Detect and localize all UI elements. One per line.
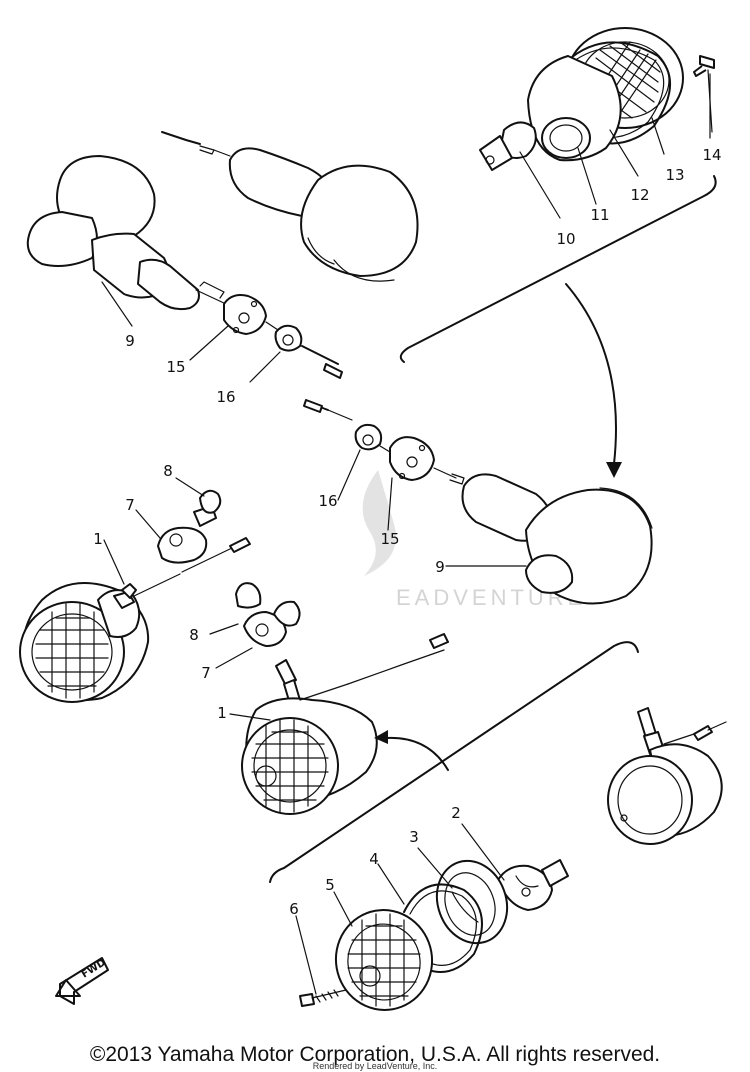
callout-15-left: 15 bbox=[166, 358, 185, 376]
part-1-front-flasher-left[interactable] bbox=[19, 537, 251, 703]
group-bracket-front bbox=[269, 641, 639, 883]
callout-8-left: 8 bbox=[163, 462, 173, 480]
part-15-bracket-right[interactable] bbox=[389, 436, 435, 481]
assembly-arrow-front bbox=[385, 736, 449, 771]
stud-left bbox=[265, 321, 279, 331]
fwd-arrow-icon: FWD bbox=[55, 957, 109, 1005]
callout-15-right: 15 bbox=[380, 530, 399, 548]
assembly-arrowhead-rear bbox=[606, 462, 622, 478]
callout-3: 3 bbox=[409, 828, 419, 846]
part-9-rear-flasher-right[interactable] bbox=[461, 473, 653, 605]
part-7-bracket-left[interactable] bbox=[157, 505, 217, 564]
callout-16-left: 16 bbox=[216, 388, 235, 406]
part-7-bracket-center[interactable] bbox=[243, 600, 301, 647]
callout-6: 6 bbox=[289, 900, 299, 918]
wire-terminal-right bbox=[303, 399, 323, 413]
callout-7-left: 7 bbox=[125, 496, 135, 514]
callout-14: 14 bbox=[702, 146, 721, 164]
callout-9-right: 9 bbox=[435, 558, 445, 576]
part-8-cap-center[interactable] bbox=[235, 582, 262, 609]
part-16-nut-left[interactable] bbox=[274, 324, 303, 352]
part-16-nut-right[interactable] bbox=[354, 423, 383, 451]
assembly-arrow-rear bbox=[565, 283, 617, 465]
rendered-by-text: Rendered by LeadVenture, Inc. bbox=[313, 1061, 438, 1071]
callout-16-right: 16 bbox=[318, 492, 337, 510]
copyright-text: ©2013 Yamaha Motor Corporation, U.S.A. A… bbox=[90, 1043, 660, 1066]
callout-10: 10 bbox=[556, 230, 575, 248]
part-8-cap-left[interactable] bbox=[199, 489, 222, 514]
part-15-bracket-left[interactable] bbox=[223, 294, 267, 335]
callout-2: 2 bbox=[451, 804, 461, 822]
wire-terminal-left bbox=[323, 363, 343, 379]
callout-8-center: 8 bbox=[189, 626, 199, 644]
callout-4: 4 bbox=[369, 850, 379, 868]
callout-12: 12 bbox=[630, 186, 649, 204]
part-14-screw[interactable] bbox=[693, 55, 715, 133]
callout-9-left: 9 bbox=[125, 332, 135, 350]
part-10-bulb[interactable] bbox=[479, 121, 537, 171]
callout-13: 13 bbox=[665, 166, 684, 184]
callout-5: 5 bbox=[325, 876, 335, 894]
fwd-label: FWD bbox=[80, 957, 108, 980]
callout-7-center: 7 bbox=[201, 664, 211, 682]
part-9-rear-flasher-left[interactable] bbox=[26, 155, 227, 311]
wire-left bbox=[301, 345, 339, 365]
front-flasher-housing-right[interactable] bbox=[607, 707, 727, 845]
callout-11: 11 bbox=[590, 206, 609, 224]
part-2-bulb[interactable] bbox=[497, 859, 569, 911]
part-1-front-flasher-center[interactable] bbox=[241, 633, 449, 815]
assembly-arrowhead-front bbox=[374, 730, 388, 744]
part-4-ring[interactable] bbox=[403, 883, 483, 973]
part-9-rear-flasher-top[interactable] bbox=[161, 131, 419, 282]
callout-1-left: 1 bbox=[93, 530, 103, 548]
part-5-lens[interactable] bbox=[328, 902, 440, 1017]
part-6-screw[interactable] bbox=[299, 989, 347, 1007]
part-3-reflector[interactable] bbox=[426, 851, 519, 953]
group-bracket-rear bbox=[399, 175, 717, 363]
callout-1-center: 1 bbox=[217, 704, 227, 722]
